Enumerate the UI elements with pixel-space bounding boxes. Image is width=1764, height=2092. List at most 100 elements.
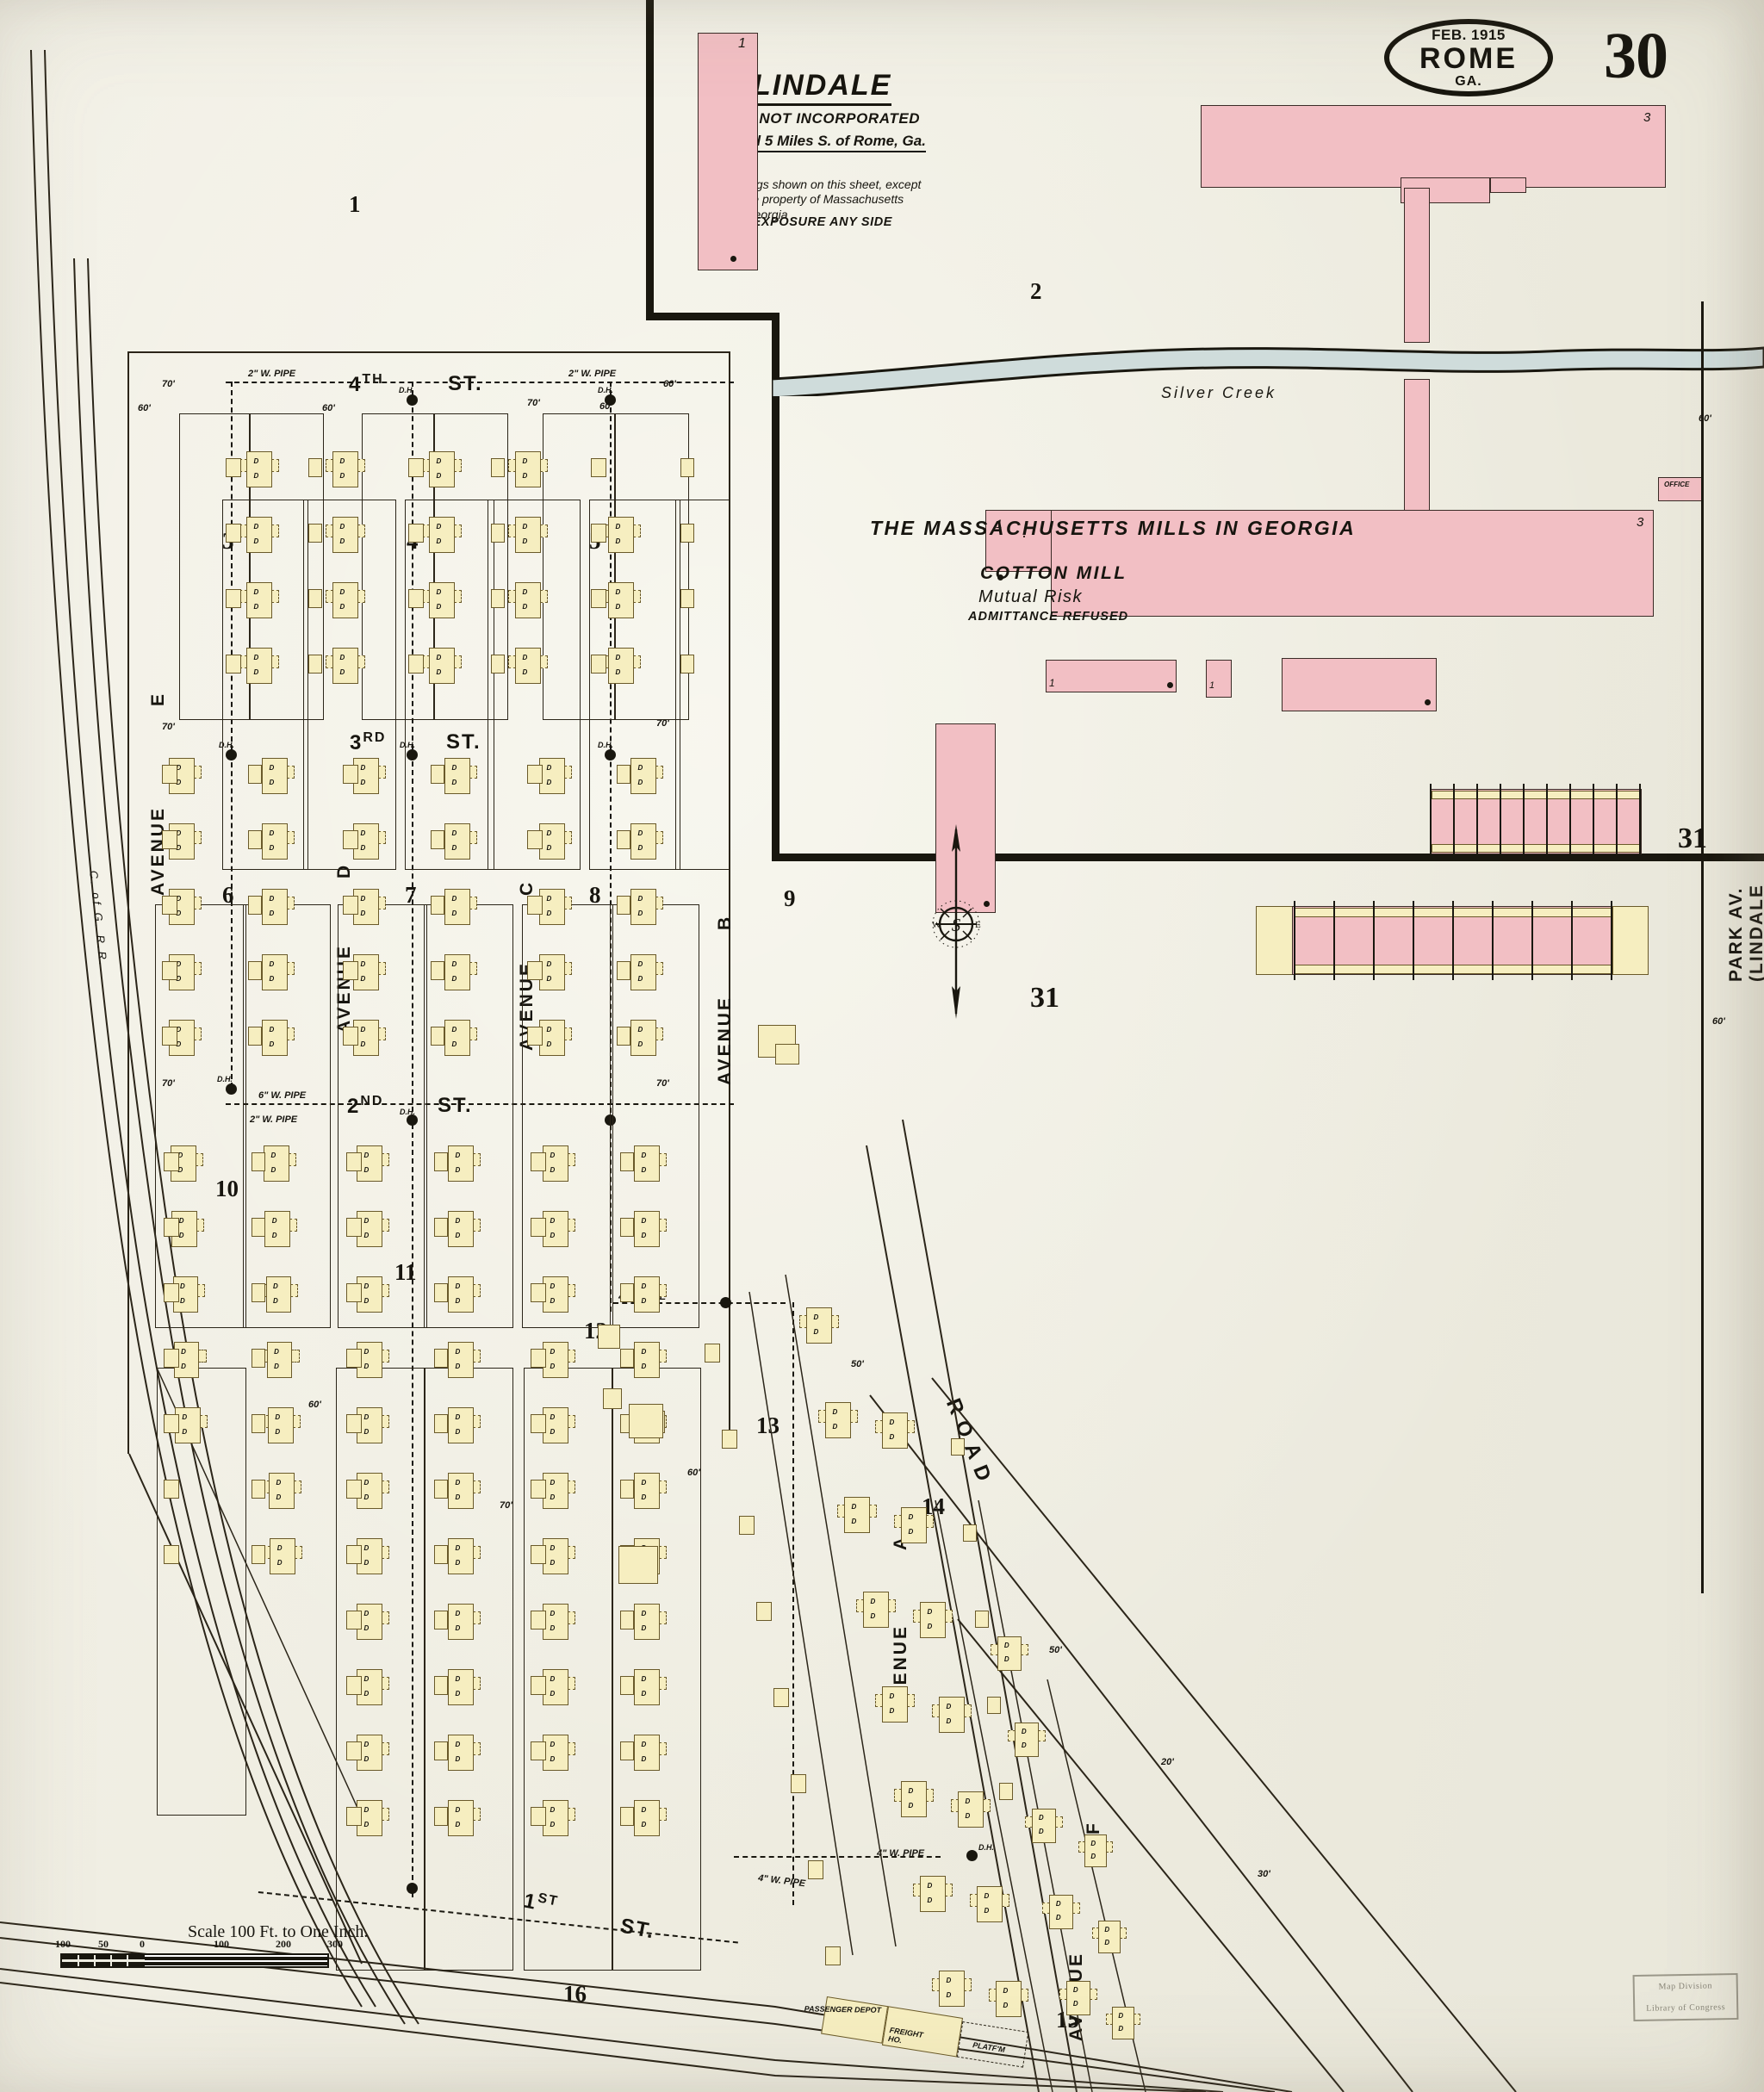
dwelling-type-label: D [176, 974, 182, 983]
dwelling-type-label: D [615, 602, 621, 611]
outbuilding-footprint [491, 589, 505, 608]
dwelling-body [332, 451, 358, 487]
outbuilding-footprint [346, 1807, 362, 1826]
outbuilding-footprint [308, 524, 322, 543]
dwelling-type-label: D [451, 829, 457, 837]
dwelling-type-label: D [178, 1216, 184, 1225]
dwelling-type-label: D [813, 1327, 819, 1336]
block-number-31-upper: 31 [1678, 823, 1707, 854]
dwelling-type-label: D [269, 909, 275, 917]
dwelling-porch-right [381, 1611, 389, 1624]
dwelling-body [939, 1971, 965, 2007]
dwelling-type-label: D [271, 1216, 277, 1225]
town-subtitle-incorporation: TOWN NOT INCORPORATED [708, 110, 921, 127]
outbuilding-footprint [531, 1414, 546, 1433]
dwelling-type-label: D [451, 778, 457, 786]
dwelling-type-label: D [176, 763, 182, 772]
dwelling-body [266, 1342, 293, 1378]
outbuilding-footprint [434, 1283, 448, 1302]
lot-width-30-a: 30' [1258, 1869, 1270, 1879]
svg-text:W: W [932, 920, 941, 930]
outbuilding-footprint [618, 1546, 658, 1584]
lot-width-50-a: 50' [851, 1359, 864, 1369]
dwelling-type-label: D [546, 778, 552, 786]
dwelling-body [448, 1669, 474, 1705]
dwelling-body [262, 889, 288, 925]
dwelling-type-label: D [176, 778, 182, 786]
dwelling-porch-right [381, 1350, 389, 1363]
city-seal-oval: FEB. 1915 ROME GA. [1384, 19, 1553, 96]
outbuilding-footprint [346, 1152, 362, 1171]
dwelling-type-label: D [363, 1216, 370, 1225]
dwelling-type-label: D [615, 653, 621, 661]
outbuilding-footprint [343, 830, 358, 849]
dwelling-body [630, 954, 656, 990]
dwelling-type-label: D [946, 1702, 952, 1710]
mill-building-3-main [1051, 510, 1654, 617]
outbuilding-footprint [620, 1283, 634, 1302]
dwelling-body [543, 1604, 568, 1640]
outbuilding-footprint [434, 1414, 448, 1433]
block-lot-4a [405, 500, 494, 870]
water-pipe-vertical-c [412, 382, 413, 1897]
dwelling-body [634, 1735, 660, 1771]
dwelling-porch-right [632, 525, 641, 537]
dwelling-porch-right [472, 1677, 481, 1690]
block-lot-4b [488, 500, 581, 870]
mill-penstock [1404, 188, 1430, 343]
park-avenue-line [1701, 301, 1704, 1593]
dwelling-type-label: D [550, 1347, 556, 1356]
dwelling-porch-right [195, 1153, 203, 1166]
dwelling-body [515, 648, 541, 684]
outbuilding-footprint [252, 1414, 265, 1433]
dwelling-type-label: D [436, 537, 442, 545]
dwelling-body [448, 1604, 474, 1640]
block-lot-3-north-b [250, 413, 324, 720]
lot-width-20-a: 20' [1161, 1757, 1174, 1767]
mill-risk-label: Mutual Risk [978, 587, 1083, 606]
dwelling-type-label: D [641, 1820, 647, 1828]
dwelling-porch-right [453, 655, 462, 668]
scale-num-4: 200 [276, 1938, 291, 1950]
dwelling-body [920, 1876, 946, 1912]
dwelling-type-label: D [550, 1558, 556, 1567]
outbuilding-footprint [408, 589, 424, 608]
sheet-border-top-horizontal [646, 313, 779, 320]
dwelling-type-label: D [176, 829, 182, 837]
outbuilding-footprint [527, 830, 543, 849]
dwelling-type-label: D [270, 1165, 276, 1174]
outbuilding-footprint [531, 1741, 546, 1760]
dwelling-porch-right [469, 1027, 477, 1040]
dwelling-type-label: D [269, 894, 275, 903]
dwelling-porch-right [270, 525, 279, 537]
dwelling-porch-right [286, 897, 295, 909]
dwelling-porch-right [472, 1481, 481, 1493]
dwelling-type-label: D [550, 1689, 556, 1698]
dwelling-porch-right [270, 655, 279, 668]
dwelling-type-label: D [275, 1427, 281, 1436]
dwelling-porch-right [286, 1027, 295, 1040]
dwelling-body [630, 1020, 656, 1056]
dwelling-type-label: D [339, 653, 345, 661]
outbuilding-footprint [408, 524, 424, 543]
dwelling-porch-right [1021, 1643, 1028, 1656]
dwelling-type-label: D [455, 1282, 461, 1290]
hydrant-label-8: D.H. [978, 1843, 994, 1852]
dwelling-porch-right [472, 1219, 481, 1232]
sheet-date: FEB. 1915 [1432, 26, 1506, 43]
dwelling-type-label: D [269, 829, 275, 837]
dwelling-type-label: D [455, 1609, 461, 1617]
mill-3-west-dot [997, 574, 1003, 580]
dwelling-type-label: D [522, 602, 528, 611]
dwelling-porch-right [472, 1350, 481, 1363]
dwelling-type-label: D [436, 456, 442, 465]
tenement-row-upper-body [1430, 789, 1642, 854]
stamp-line-2: Library of Congress [1646, 2002, 1726, 2014]
dwelling-body [1084, 1834, 1107, 1867]
dwelling-type-label: D [615, 522, 621, 531]
